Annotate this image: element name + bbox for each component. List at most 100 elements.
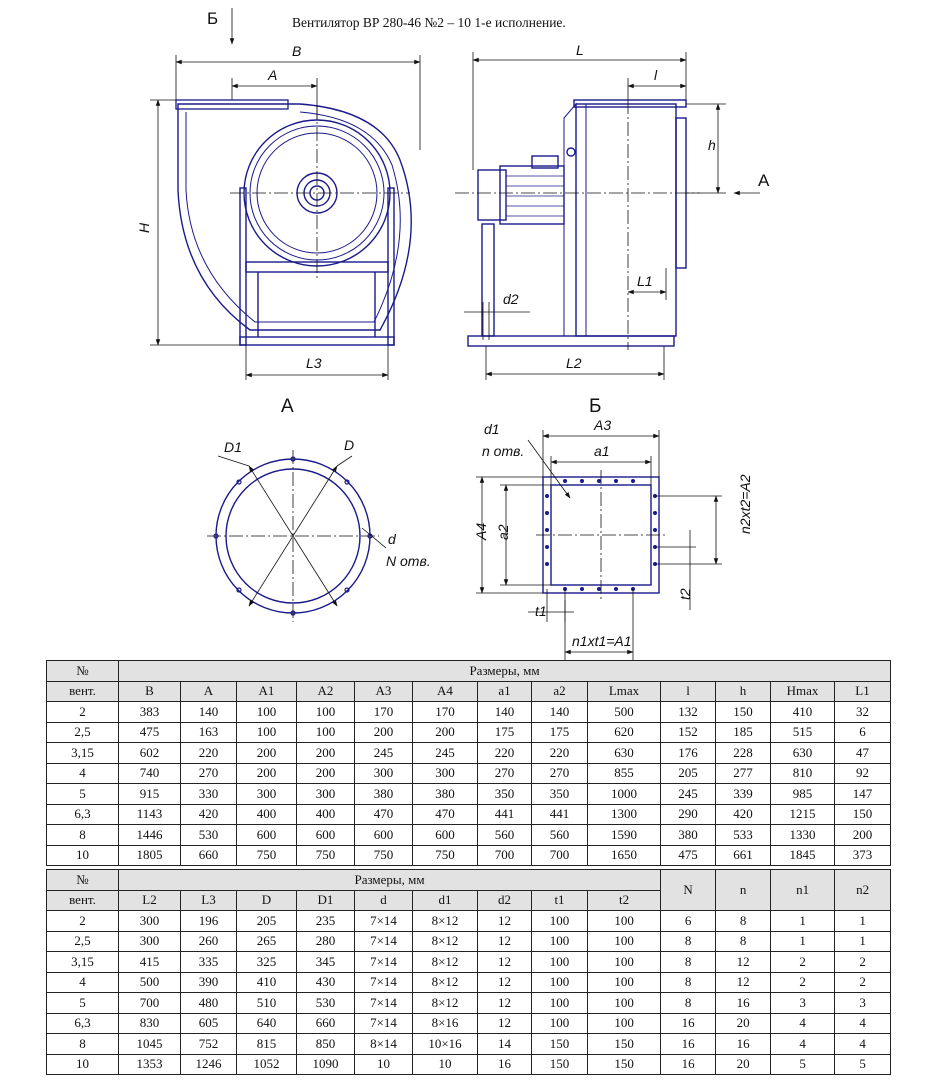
table-cell: 1045 xyxy=(118,1033,181,1055)
fan-number-cell: 2 xyxy=(46,701,119,723)
table-cell: 8 xyxy=(715,910,772,932)
table-cell: 220 xyxy=(180,742,237,764)
table-cell: 12 xyxy=(477,910,532,932)
label-t1: t1 xyxy=(535,603,547,619)
table-cell: 12 xyxy=(477,971,532,993)
table-cell: 3 xyxy=(770,992,836,1014)
table-cell: 620 xyxy=(587,721,661,743)
col-N-header: N xyxy=(660,869,717,911)
table-cell: 265 xyxy=(236,930,297,952)
table-cell: 150 xyxy=(715,701,771,723)
table-cell: 530 xyxy=(296,992,355,1014)
table-cell: 600 xyxy=(354,824,413,846)
table-cell: 1052 xyxy=(236,1053,297,1075)
label-n2t2: n2xt2=A2 xyxy=(737,474,753,534)
table-cell: 830 xyxy=(118,1012,181,1034)
column-header: A4 xyxy=(412,680,478,702)
group-header: Размеры, мм xyxy=(117,660,892,682)
num-header: № xyxy=(46,660,119,682)
table-cell: 7×14 xyxy=(354,992,413,1014)
table-cell: 205 xyxy=(236,910,297,932)
label-L: L xyxy=(576,42,584,58)
table-cell: 220 xyxy=(477,742,532,764)
table-cell: 150 xyxy=(586,1053,662,1075)
table-cell: 200 xyxy=(236,742,297,764)
table-cell: 14 xyxy=(477,1033,532,1055)
table-cell: 339 xyxy=(715,783,771,805)
table-cell: 740 xyxy=(118,762,181,784)
table-cell: 4 xyxy=(770,1012,836,1034)
label-L1: L1 xyxy=(637,273,653,289)
table-cell: 605 xyxy=(180,1012,237,1034)
table-cell: 16 xyxy=(660,1012,717,1034)
col-n-header: n xyxy=(715,869,772,911)
table-cell: 100 xyxy=(531,930,588,952)
table-cell: 475 xyxy=(118,721,181,743)
table-cell: 7×14 xyxy=(354,910,413,932)
label-N-otv: N отв. xyxy=(386,553,431,569)
table-cell: 510 xyxy=(236,992,297,1014)
table-cell: 205 xyxy=(660,762,716,784)
table-cell: 415 xyxy=(118,951,181,973)
column-header: Lmax xyxy=(587,680,661,702)
fan-number-cell: 8 xyxy=(46,824,119,846)
table-cell: 470 xyxy=(354,803,413,825)
table-cell: 1 xyxy=(834,910,892,932)
fan-number-cell: 2 xyxy=(46,910,119,932)
label-A-arrow: A xyxy=(758,171,770,190)
table-cell: 4 xyxy=(834,1012,892,1034)
column-header: a2 xyxy=(531,680,588,702)
fan-number-cell: 10 xyxy=(46,1053,119,1075)
table-cell: 32 xyxy=(833,701,892,723)
table-cell: 175 xyxy=(531,721,588,743)
table-cell: 1000 xyxy=(587,783,661,805)
table-cell: 12 xyxy=(477,951,532,973)
table-cell: 10 xyxy=(354,1053,413,1075)
table-cell: 600 xyxy=(296,824,355,846)
table-cell: 8 xyxy=(660,930,717,952)
table-cell: 750 xyxy=(296,844,355,866)
label-a2: a2 xyxy=(495,524,511,540)
label-B: B xyxy=(292,43,301,59)
table-cell: 380 xyxy=(354,783,413,805)
table-cell: 661 xyxy=(715,844,771,866)
table-cell: 100 xyxy=(586,951,662,973)
side-view-dims xyxy=(455,52,760,380)
table-cell: 8×12 xyxy=(412,930,478,952)
table-cell: 300 xyxy=(296,783,355,805)
table-cell: 420 xyxy=(715,803,771,825)
column-header: a1 xyxy=(477,680,532,702)
label-d2: d2 xyxy=(503,291,519,307)
table-cell: 47 xyxy=(833,742,892,764)
table-cell: 147 xyxy=(833,783,892,805)
table-cell: 1300 xyxy=(587,803,661,825)
column-header: h xyxy=(715,680,771,702)
vent-header: вент. xyxy=(46,889,119,911)
table-cell: 4 xyxy=(834,1033,892,1055)
table-cell: 7×14 xyxy=(354,930,413,952)
table-cell: 260 xyxy=(180,930,237,952)
table-cell: 3 xyxy=(834,992,892,1014)
table-cell: 560 xyxy=(531,824,588,846)
table-cell: 170 xyxy=(354,701,413,723)
table-cell: 100 xyxy=(531,1012,588,1034)
table-cell: 400 xyxy=(236,803,297,825)
label-b-arrow: Б xyxy=(207,9,218,28)
label-L2: L2 xyxy=(566,355,582,371)
table-cell: 200 xyxy=(296,762,355,784)
table-cell: 640 xyxy=(236,1012,297,1034)
fan-number-cell: 3,15 xyxy=(46,742,119,764)
table-cell: 700 xyxy=(477,844,532,866)
front-view-dims xyxy=(150,8,421,380)
table-cell: 1845 xyxy=(770,844,835,866)
technical-drawing: Вентилятор ВР 280-46 №2 – 10 1-е исполне… xyxy=(136,8,770,660)
table-cell: 200 xyxy=(236,762,297,784)
table-cell: 176 xyxy=(660,742,716,764)
table-cell: 140 xyxy=(180,701,237,723)
table-cell: 600 xyxy=(236,824,297,846)
